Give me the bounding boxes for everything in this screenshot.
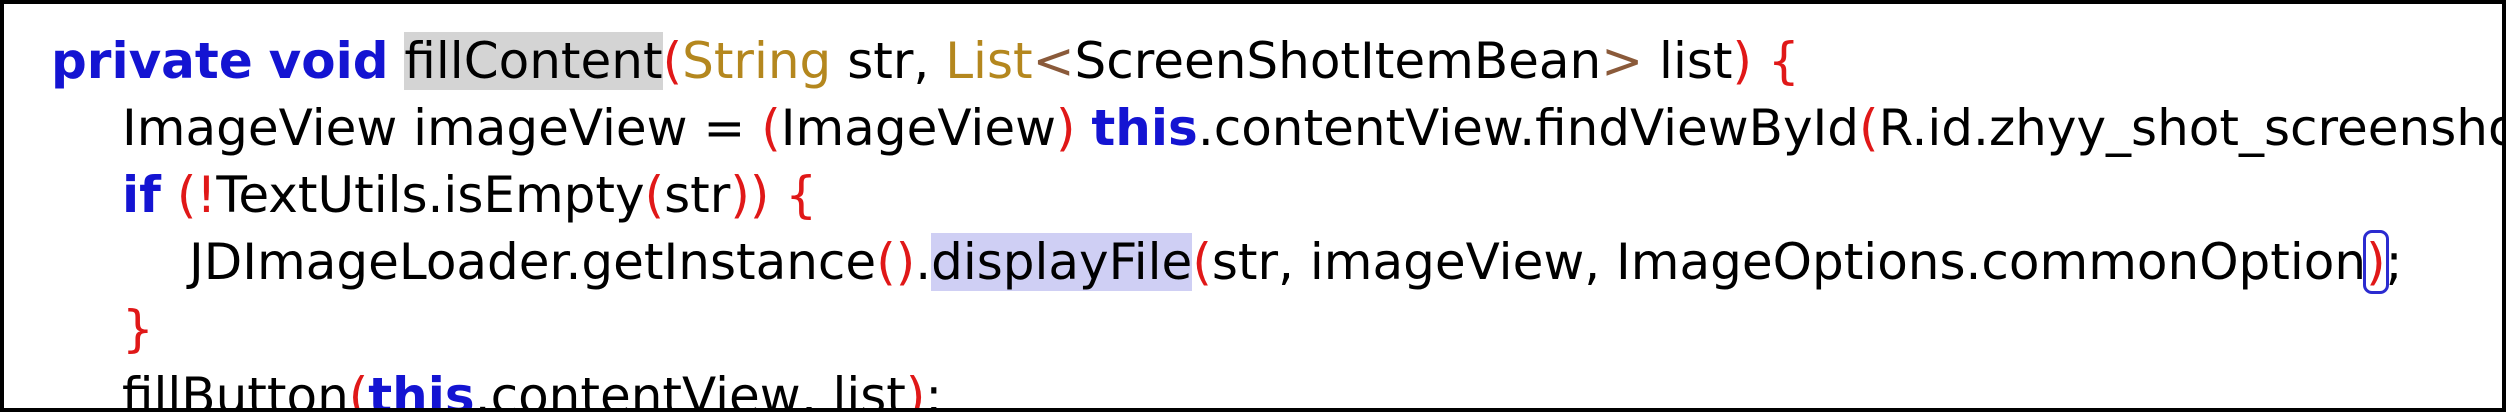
code-token: . xyxy=(915,233,932,291)
caret-bracket-token: ) xyxy=(2363,230,2389,294)
bracket-token: ( xyxy=(644,166,665,224)
code-token: list xyxy=(1643,32,1733,90)
code-token: ; xyxy=(2385,233,2403,291)
code-token: ; xyxy=(925,367,943,412)
code-token: ScreenShotItemBean xyxy=(1074,32,1602,90)
code-line-4[interactable]: JDImageLoader.getInstance().displayFile(… xyxy=(189,229,2402,295)
bracket-token: ) xyxy=(905,367,926,412)
code-line-1[interactable]: private void fillContent(String str, Lis… xyxy=(51,28,1800,94)
bracket-token: ( xyxy=(1192,233,1212,291)
code-line-5[interactable]: } xyxy=(122,296,154,362)
bracket-token: ) xyxy=(1055,99,1076,157)
angle-bracket-token: < xyxy=(1032,32,1075,90)
selected-method-token: displayFile xyxy=(931,233,1193,291)
bracket-token: ( xyxy=(662,32,683,90)
code-token: TextUtils.isEmpty xyxy=(216,166,645,224)
code-line-2[interactable]: ImageView imageView = (ImageView) this.c… xyxy=(122,95,2506,161)
code-token xyxy=(389,32,405,90)
keyword-token: private xyxy=(51,32,253,90)
code-token xyxy=(769,166,785,224)
code-token xyxy=(161,166,177,224)
code-token: ImageView xyxy=(780,99,1056,157)
bracket-token: } xyxy=(122,300,154,358)
bracket-token: { xyxy=(1767,32,1800,90)
angle-bracket-token: > xyxy=(1601,32,1644,90)
bracket-token: { xyxy=(785,166,818,224)
bracket-token: ) xyxy=(1732,32,1753,90)
code-token: R.id.zhyy_shot_screenshot xyxy=(1878,99,2506,157)
keyword-token: this xyxy=(368,367,475,412)
type-token: List xyxy=(945,32,1033,90)
bracket-token: ! xyxy=(196,166,217,224)
code-token xyxy=(253,32,269,90)
code-token: JDImageLoader.getInstance xyxy=(189,233,877,291)
code-token: .contentView, list xyxy=(474,367,906,412)
code-token: str, imageView, ImageOptions.commonOptio… xyxy=(1211,233,2367,291)
bracket-token: ) xyxy=(730,166,750,224)
bracket-token: ) xyxy=(749,166,770,224)
keyword-token: this xyxy=(1091,99,1198,157)
code-token: str xyxy=(664,166,731,224)
code-token: ImageView imageView = xyxy=(122,99,762,157)
code-token: fillButton xyxy=(122,367,349,412)
code-token: .contentView.findViewById xyxy=(1197,99,1860,157)
highlighted-method-token: fillContent xyxy=(404,32,663,90)
bracket-token: ( xyxy=(176,166,197,224)
code-token xyxy=(1076,99,1092,157)
bracket-token: ( xyxy=(761,99,781,157)
keyword-token: void xyxy=(268,32,389,90)
code-line-6[interactable]: fillButton(this.contentView, list); xyxy=(122,363,943,412)
type-token: String xyxy=(682,32,832,90)
code-token xyxy=(1752,32,1768,90)
bracket-token: () xyxy=(876,233,916,291)
bracket-token: ( xyxy=(348,367,369,412)
keyword-token: if xyxy=(122,166,161,224)
code-line-3[interactable]: if (!TextUtils.isEmpty(str)) { xyxy=(122,162,817,228)
code-token: str, xyxy=(831,32,946,90)
bracket-token: ( xyxy=(1859,99,1879,157)
